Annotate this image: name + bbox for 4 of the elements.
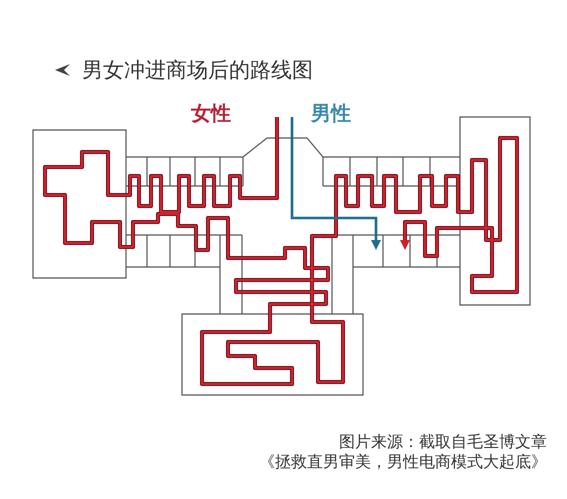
route-label: 男性 bbox=[311, 100, 351, 126]
route-label: 女性 bbox=[191, 100, 231, 126]
title: 男女冲进商场后的路线图 bbox=[82, 57, 313, 83]
source-caption: 图片来源：截取自毛圣博文章《拯救直男审美，男性电商模式大起底》 bbox=[258, 432, 547, 472]
